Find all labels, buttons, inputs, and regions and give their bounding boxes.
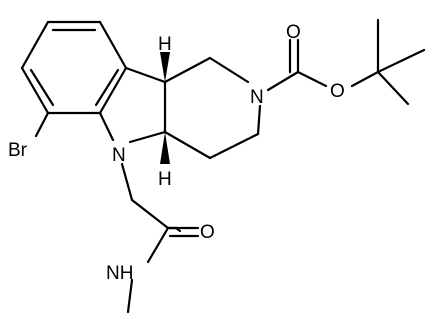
piperidine-ring (163, 56, 262, 160)
amide-side-chain (120, 162, 200, 314)
atom-label-o-carbonyl: O (286, 22, 301, 43)
wedge-bond-bottom (160, 132, 170, 164)
atom-label-br: Br (8, 140, 28, 161)
atom-label-nh-amide: NH (106, 263, 133, 284)
atom-label-o-ether: O (330, 81, 345, 102)
boc-group (266, 18, 426, 106)
atom-label-o-amide: O (200, 222, 215, 243)
pyrrolidine-ring (98, 66, 167, 144)
benzene-ring (20, 20, 128, 115)
atom-label-n-indole: N (112, 145, 126, 166)
bond-c-br (34, 111, 50, 138)
atom-label-n-piperidine: N (250, 87, 264, 108)
atom-label-h-bottom: H (158, 169, 172, 190)
wedge-bond-top (160, 52, 170, 82)
atom-label-h-top: H (158, 34, 172, 55)
